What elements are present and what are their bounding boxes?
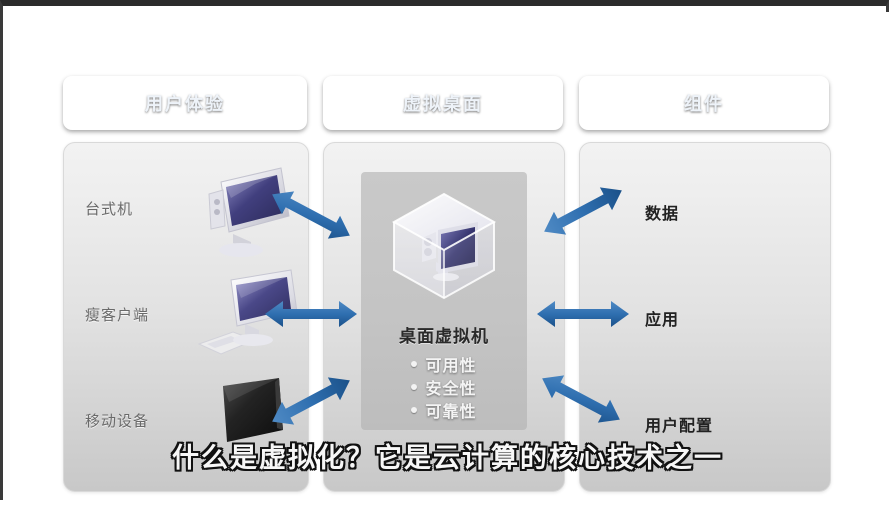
center-bullet-item: 安全性 <box>361 375 527 398</box>
right-item-application-label: 应用 <box>645 310 680 329</box>
left-item-thin-client-label: 瘦客户端 <box>85 306 150 324</box>
center-bullet-label: 可靠性 <box>425 401 477 421</box>
center-title: 桌面虚拟机 <box>399 327 489 347</box>
arrow-right-bottom <box>531 368 631 434</box>
header-virtual-desktop-label: 虚拟桌面 <box>403 94 483 115</box>
header-user-experience-label: 用户体验 <box>145 94 225 115</box>
right-item-user-profile: 用户配置 <box>579 370 829 482</box>
left-item-mobile-device-label: 移动设备 <box>85 412 150 430</box>
right-item-data: 数据 <box>579 158 829 270</box>
arrow-left-bottom <box>261 370 361 436</box>
center-bullet-item: 可靠性 <box>361 398 527 421</box>
arrow-left-top <box>261 184 361 250</box>
header-user-experience[interactable]: 用户体验 <box>63 76 307 130</box>
header-components-label: 组件 <box>684 94 724 115</box>
center-bullet-label: 安全性 <box>425 378 477 398</box>
arrow-left-middle <box>261 294 361 338</box>
center-bullet-label: 可用性 <box>425 355 477 375</box>
presentation-slide: 用户体验 虚拟桌面 组件 台式机 <box>3 12 889 506</box>
right-item-data-label: 数据 <box>645 204 680 223</box>
bullet-dot-icon <box>411 360 418 367</box>
arrow-right-top <box>533 180 633 246</box>
right-item-application: 应用 <box>579 264 829 376</box>
arrow-right-middle <box>533 294 633 338</box>
tablet-device-icon <box>193 372 303 478</box>
left-item-desktop: 台式机 <box>63 158 307 270</box>
left-item-mobile-device: 移动设备 <box>63 370 307 482</box>
desktop-monitor-icon <box>193 160 303 266</box>
subtitle-caption: 什么是虚拟化？它是云计算的核心技术之一 <box>172 443 723 474</box>
center-bullet-list: 可用性 安全性 可靠性 <box>361 352 527 421</box>
left-item-desktop-label: 台式机 <box>85 200 134 218</box>
glass-cube-virtual-machine-icon <box>384 180 504 314</box>
header-virtual-desktop[interactable]: 虚拟桌面 <box>323 76 563 130</box>
bullet-dot-icon <box>411 383 418 390</box>
bullet-dot-icon <box>411 406 418 413</box>
header-components[interactable]: 组件 <box>579 76 829 130</box>
right-item-user-profile-label: 用户配置 <box>645 416 714 435</box>
center-bullet-item: 可用性 <box>361 352 527 375</box>
